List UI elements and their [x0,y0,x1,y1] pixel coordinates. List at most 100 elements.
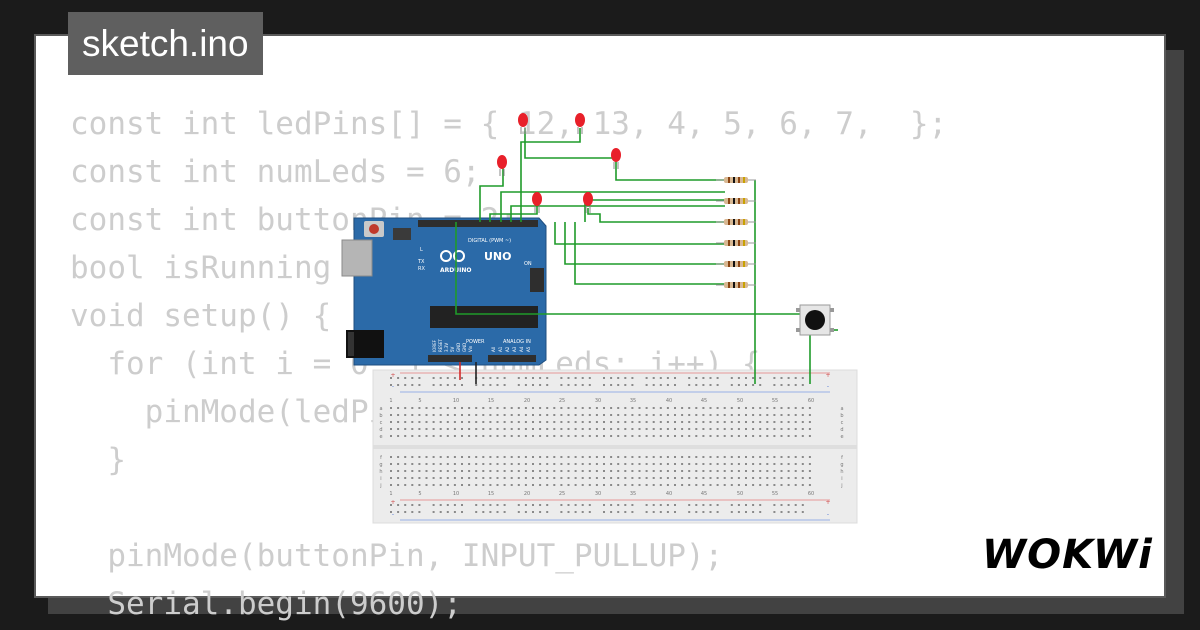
row-label: e [379,434,382,440]
breadboard-hole [808,435,811,437]
breadboard-hole [645,477,648,479]
breadboard-hole [702,421,705,423]
breadboard-hole [581,414,584,416]
breadboard-hole [425,456,428,458]
resistor-icon[interactable] [716,261,756,267]
breadboard-hole [787,435,790,437]
breadboard-hole [801,477,804,479]
breadboard-hole [581,435,584,437]
breadboard-hole [418,511,421,513]
rail-plus-label: + [825,372,830,379]
column-label: 20 [524,491,530,497]
breadboard-hole [546,484,549,486]
breadboard-hole [567,384,570,386]
preview-card[interactable]: const int ledPins[] = { 12, 13, 4, 5, 6,… [34,34,1166,622]
breadboard-hole [666,377,669,379]
breadboard-hole [510,414,513,416]
breadboard-hole [759,484,762,486]
breadboard-hole [574,511,577,513]
breadboard-hole [439,428,442,430]
breadboard-hole [695,470,698,472]
breadboard-hole [702,428,705,430]
breadboard-hole [446,504,449,506]
breadboard-hole [475,484,478,486]
led-icon[interactable] [497,155,507,176]
breadboard-hole [773,414,776,416]
led-group [497,113,621,213]
breadboard-hole [695,456,698,458]
breadboard-hole [773,477,776,479]
digital-header [418,220,538,227]
breadboard-hole [461,470,463,472]
breadboard-hole [610,504,613,506]
breadboard-hole [404,463,407,465]
breadboard-hole [539,384,542,386]
breadboard-hole [631,428,634,430]
breadboard-hole [773,463,776,465]
led-icon[interactable] [611,148,621,169]
column-label: 15 [488,491,494,497]
breadboard-hole [666,456,669,458]
breadboard-hole [489,435,492,437]
breadboard-hole [716,407,719,409]
breadboard-hole [482,463,485,465]
breadboard-hole [390,421,392,423]
breadboard-hole [411,414,414,416]
breadboard-hole [759,511,762,513]
breadboard-hole [503,377,506,379]
breadboard-hole [524,456,527,458]
breadboard-hole [709,456,712,458]
power-header [428,355,472,362]
breadboard-hole [617,463,620,465]
breadboard-hole [397,470,400,472]
led-icon[interactable] [532,192,542,213]
resistor-icon[interactable] [716,198,756,204]
breadboard-hole [730,456,733,458]
breadboard-hole [745,384,747,386]
breadboard-hole [716,384,719,386]
breadboard-hole [610,456,613,458]
breadboard-hole [709,377,712,379]
breadboard-hole [524,407,527,409]
breadboard-hole [425,407,428,409]
file-name-tab[interactable]: sketch.ino [68,12,263,75]
breadboard-hole [808,407,811,409]
breadboard-hole [688,511,691,513]
pushbutton-icon[interactable] [796,304,834,336]
breadboard-hole [397,463,400,465]
breadboard-hole [603,484,605,486]
breadboard-hole [666,511,669,513]
breadboard-hole [439,407,442,409]
breadboard-hole [716,421,719,423]
breadboard-hole [617,384,620,386]
breadboard-hole [446,414,449,416]
breadboard-hole [752,414,755,416]
breadboard-hole [510,463,513,465]
led-icon[interactable] [575,113,585,134]
breadboard-hole [766,470,769,472]
breadboard-hole [468,428,471,430]
led-icon[interactable] [583,192,593,213]
breadboard-hole [787,428,790,430]
led-icon[interactable] [518,113,528,134]
breadboard-hole [560,435,563,437]
breadboard-hole [461,407,463,409]
breadboard-hole [709,421,712,423]
breadboard-hole [567,470,570,472]
breadboard-hole [588,384,591,386]
resistor-icon[interactable] [716,219,756,225]
resistor-icon[interactable] [716,240,756,246]
breadboard-hole [709,435,712,437]
breadboard-hole [397,428,400,430]
breadboard-hole [787,421,790,423]
breadboard[interactable]: 1 5 10 15 20 25 30 35 40 45 50 55 60 1 5… [372,369,858,524]
breadboard-hole [482,414,485,416]
resistor-icon[interactable] [716,177,756,183]
breadboard-hole [794,484,797,486]
breadboard-hole [808,470,811,472]
arduino-uno-board[interactable]: DIGITAL (PWM ~) ARDUINO UNO ON L TX RX P… [341,217,547,366]
breadboard-hole [553,435,556,437]
breadboard-hole [411,421,414,423]
breadboard-hole [652,414,655,416]
resistor-icon[interactable] [716,282,756,288]
